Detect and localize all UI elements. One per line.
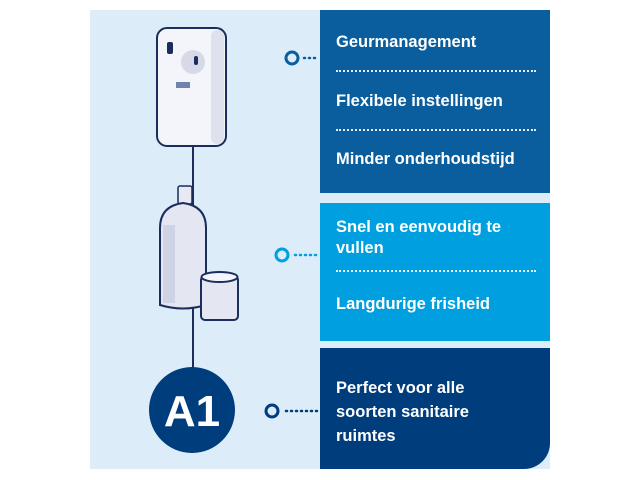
connector-dots <box>284 56 320 413</box>
divider <box>336 70 536 72</box>
a1-badge <box>149 367 235 453</box>
feature-item: Minder onderhoudstijd <box>336 150 515 168</box>
divider <box>336 129 536 131</box>
feature-item: Perfect voor alle soorten sanitaire ruim… <box>336 379 469 445</box>
feature-item: Geurmanagement <box>336 33 477 51</box>
refill-box: Snel en eenvoudig te vullen Langdurige f… <box>320 203 550 341</box>
tork-logo <box>176 82 190 88</box>
aerosol-refill-icon <box>159 185 207 310</box>
connector-dot-icon <box>264 50 300 419</box>
a1-badge-text: A1 <box>164 387 220 436</box>
features-box: Geurmanagement Flexibele instellingen Mi… <box>320 10 550 193</box>
refill-cap-icon <box>200 271 239 321</box>
feature-item: Snel en eenvoudig te vullen <box>336 218 502 257</box>
feature-item: Flexibele instellingen <box>336 92 503 110</box>
usage-box: Perfect voor alle soorten sanitaire ruim… <box>320 348 550 469</box>
air-freshener-dispenser-icon <box>156 27 227 147</box>
divider <box>336 270 536 272</box>
feature-item: Langdurige frisheid <box>336 295 491 313</box>
